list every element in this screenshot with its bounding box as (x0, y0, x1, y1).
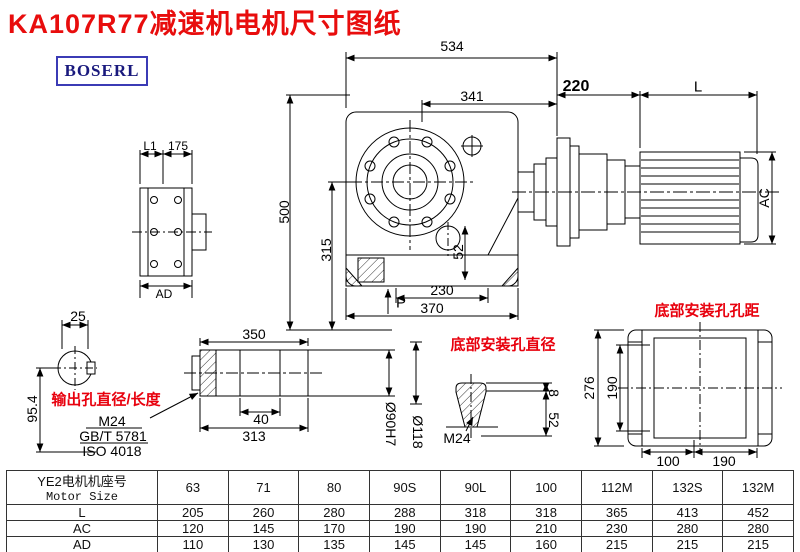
bore-diameter: Ø90H7 (383, 401, 399, 447)
table-row-AC: AC 120 145 170 190 190 210 230 280 280 (6, 520, 794, 537)
table-cell: 110 (157, 536, 229, 552)
table-cell: 260 (227, 504, 300, 521)
motor-size-table: YE2电机机座号 Motor Size 63 71 80 90S 90L 100… (6, 470, 794, 552)
dim-motor-length: L (693, 78, 703, 96)
brand-logo: BOSERL (56, 56, 148, 86)
table-cell: 190 (368, 520, 441, 537)
dim-left-l1: L1 (143, 139, 157, 153)
table-cell: 205 (157, 504, 229, 521)
frame-size-col: 71 (227, 470, 300, 505)
dim-axis-height: 315 (318, 238, 334, 262)
table-cell: 145 (368, 536, 441, 552)
frame-size-col: 90L (439, 470, 512, 505)
dim-foot-width: 230 (430, 282, 454, 298)
page-title: KA107R77减速机电机尺寸图纸 (8, 9, 402, 39)
dim-hole-depth: 52 (546, 412, 562, 428)
table-cell: 145 (227, 520, 300, 537)
dim-base-width: 370 (420, 300, 444, 316)
table-cell: 365 (580, 504, 653, 521)
output-hole-label: 输出孔直径/长度 (51, 391, 161, 409)
bottom-hole-pitch-label: 底部安装孔孔距 (654, 302, 760, 320)
table-cell: 280 (651, 520, 724, 537)
bottom-hole-dia-label: 底部安装孔直径 (450, 336, 556, 354)
brand-logo-text: BOSERL (64, 61, 140, 80)
dim-hole-pitch-100: 100 (656, 453, 680, 469)
frame-size-col: 90S (368, 470, 441, 505)
table-row-L: L 205 260 280 288 318 318 365 413 452 (6, 504, 794, 521)
gearbox-front-view (286, 52, 558, 331)
hub-diameter: Ø118 (410, 415, 426, 449)
dim-overall-height: 500 (276, 200, 292, 224)
table-cell: 130 (227, 536, 300, 552)
dim-across-flats: 95.4 (24, 395, 40, 423)
dim-shaft-length: 350 (242, 326, 266, 342)
row-label: AD (6, 536, 158, 552)
frame-size-col: 132S (651, 470, 724, 505)
bottom-thread-callout: M24 (443, 430, 471, 446)
frame-size-col: 80 (298, 470, 370, 505)
motor-frame-label-cn: YE2电机机座号 (37, 474, 127, 489)
table-cell: 215 (722, 536, 794, 552)
table-header-row: YE2电机机座号 Motor Size 63 71 80 90S 90L 100… (6, 470, 794, 505)
table-cell: 280 (298, 504, 370, 521)
motor-frame-label-en: Motor Size (45, 490, 118, 504)
dim-overall-width: 534 (440, 38, 464, 54)
bottom-hole-detail-view (446, 374, 552, 438)
table-cell: 145 (439, 536, 512, 552)
dim-adapter-length: 220 (562, 78, 590, 95)
dim-back-height: 276 (581, 376, 597, 400)
thread-callout: M24 (98, 413, 126, 429)
output-flange-view (132, 150, 212, 298)
dim-left-175: 175 (167, 139, 189, 153)
dim-plug-offset: 52 (450, 244, 466, 260)
row-label: L (6, 504, 158, 521)
table-cell: 210 (510, 520, 582, 537)
table-cell: 230 (580, 520, 653, 537)
frame-size-col: 100 (510, 470, 582, 505)
table-cell: 280 (722, 520, 794, 537)
frame-size-col: 63 (157, 470, 229, 505)
table-cell: 413 (651, 504, 724, 521)
dim-force-point: P (395, 294, 407, 312)
dim-left-ad: AD (155, 287, 173, 301)
table-cell: 190 (439, 520, 512, 537)
table-cell: 135 (298, 536, 370, 552)
dim-head-height: 8 (546, 389, 562, 397)
frame-size-col: 112M (580, 470, 653, 505)
motor-side-view (512, 91, 780, 247)
rear-mounting-view (594, 322, 782, 458)
dim-hole-pitch-190: 190 (712, 453, 736, 469)
table-cell: 160 (510, 536, 582, 552)
table-cell: 318 (510, 504, 582, 521)
table-cell: 215 (651, 536, 724, 552)
table-cell: 170 (298, 520, 370, 537)
frame-size-col: 132M (722, 470, 794, 505)
dim-motor-ac: AC (756, 188, 772, 208)
table-corner-cell: YE2电机机座号 Motor Size (6, 470, 158, 505)
standard-gb: GB/T 5781 (79, 428, 147, 444)
dim-key-length: 40 (253, 411, 269, 427)
line-art (36, 52, 782, 458)
table-cell: 120 (157, 520, 229, 537)
table-cell: 452 (722, 504, 794, 521)
table-row-AD: AD 110 130 135 145 145 160 215 215 215 (6, 536, 794, 552)
dim-flange-offset: 341 (460, 88, 484, 104)
dim-back-inner: 190 (604, 376, 620, 400)
shaft-section-view (36, 320, 97, 453)
standard-iso: ISO 4018 (82, 443, 142, 459)
row-label: AC (6, 520, 158, 537)
table-cell: 288 (368, 504, 441, 521)
output-shaft-view (80, 338, 422, 444)
table-cell: 318 (439, 504, 512, 521)
dim-hub-length: 313 (242, 428, 266, 444)
dim-key-width: 25 (70, 308, 86, 324)
table-cell: 215 (580, 536, 653, 552)
